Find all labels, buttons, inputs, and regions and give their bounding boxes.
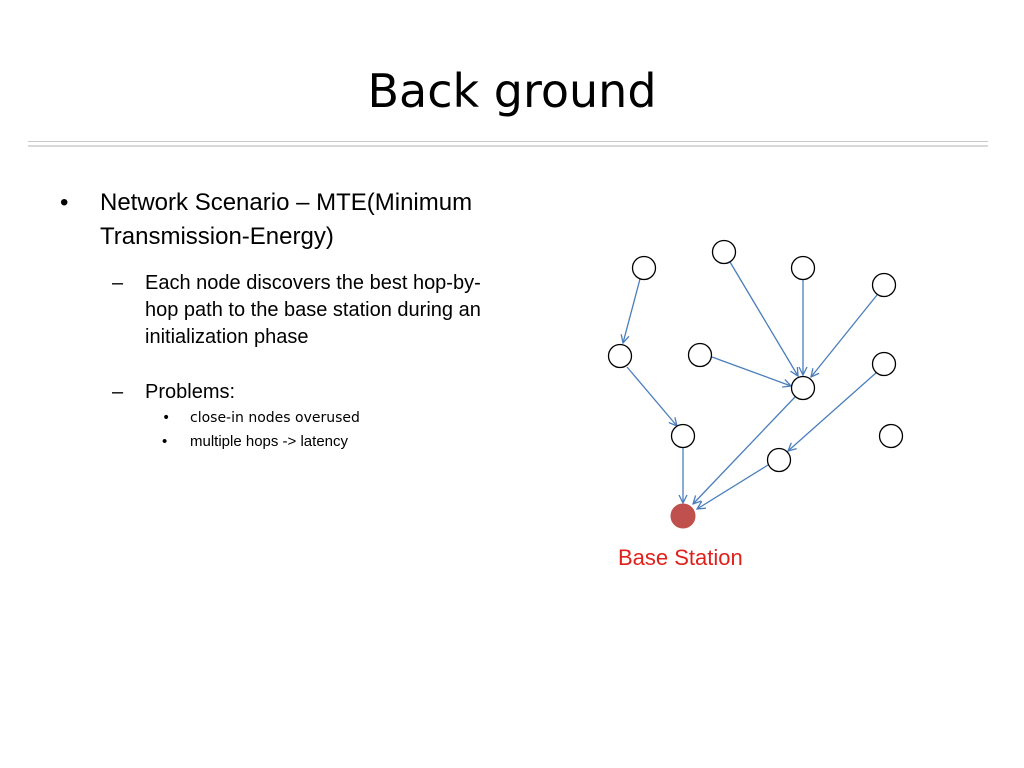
sensor-node bbox=[607, 343, 633, 369]
bullet-main: • Network Scenario – MTE(Minimum Transmi… bbox=[60, 186, 510, 254]
arrow bbox=[788, 371, 878, 451]
base-station-node bbox=[670, 503, 696, 529]
sensor-node bbox=[711, 239, 737, 265]
dash-marker: – bbox=[112, 272, 124, 294]
sensor-node bbox=[878, 423, 904, 449]
sensor-node bbox=[790, 375, 816, 401]
problem-item-overused-text: close-in nodes overused bbox=[190, 410, 360, 426]
problem-item-latency-text: multiple hops -> latency bbox=[190, 433, 348, 450]
bullet-marker: • bbox=[162, 410, 171, 426]
title-divider-shadow bbox=[28, 145, 988, 147]
bullet-marker: • bbox=[60, 189, 69, 216]
sensor-node bbox=[687, 342, 713, 368]
arrow bbox=[697, 464, 769, 509]
title-divider bbox=[28, 141, 988, 142]
sub-bullet-discovery: – Each node discovers the best hop-by-ho… bbox=[60, 270, 510, 351]
problem-item-overused: • close-in nodes overused bbox=[60, 406, 510, 430]
sensor-node bbox=[766, 447, 792, 473]
arrow bbox=[623, 278, 641, 343]
routing-arrows bbox=[623, 261, 878, 509]
bullet-marker: • bbox=[162, 433, 168, 450]
bullet-main-text: Network Scenario – MTE(Minimum Transmiss… bbox=[100, 189, 473, 250]
sensor-node bbox=[871, 272, 897, 298]
bullet-list: • Network Scenario – MTE(Minimum Transmi… bbox=[60, 186, 510, 454]
sub-bullet-discovery-text: Each node discovers the best hop-by-hop … bbox=[145, 272, 481, 348]
base-station-label: Base Station bbox=[618, 545, 743, 570]
arrow bbox=[711, 356, 791, 386]
slide-title: Back ground bbox=[367, 64, 657, 118]
arrow bbox=[693, 396, 796, 504]
problem-item-latency: • multiple hops -> latency bbox=[60, 430, 510, 454]
sensor-node bbox=[631, 255, 657, 281]
dash-marker: – bbox=[112, 381, 124, 403]
sensor-nodes bbox=[607, 239, 904, 473]
sub-bullet-problems-text: Problems: bbox=[145, 381, 236, 403]
sub-bullet-problems: – Problems: bbox=[60, 379, 510, 406]
sensor-node bbox=[790, 255, 816, 281]
sensor-node bbox=[670, 423, 696, 449]
arrow bbox=[811, 294, 878, 377]
arrow bbox=[729, 261, 798, 376]
sensor-node bbox=[871, 351, 897, 377]
arrow bbox=[626, 366, 677, 426]
